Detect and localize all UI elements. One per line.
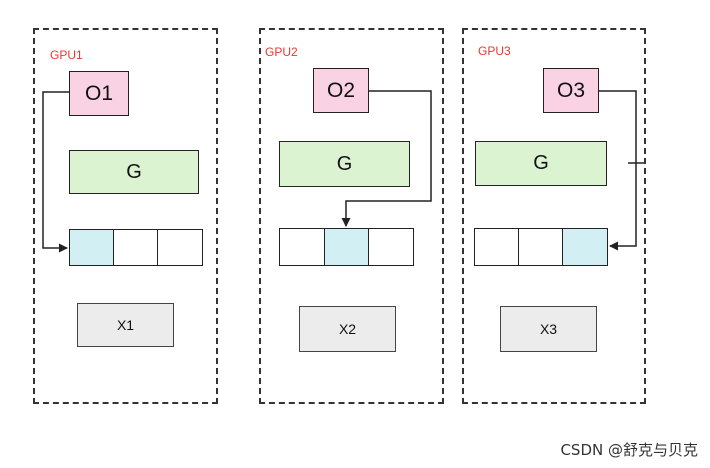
gpu2-panel bbox=[259, 28, 444, 404]
gpu1-o-box: O1 bbox=[69, 71, 129, 116]
gpu3-cell-1 bbox=[474, 228, 520, 266]
gpu2-o-box: O2 bbox=[313, 68, 369, 113]
gpu3-arrow bbox=[599, 90, 637, 251]
gpu2-g-box: G bbox=[279, 141, 410, 187]
gpu3-x-box: X3 bbox=[500, 306, 597, 352]
gpu2-arrow bbox=[341, 90, 432, 227]
gpu3-panel bbox=[462, 28, 646, 404]
watermark-text: CSDN @舒克与贝克 bbox=[560, 441, 698, 459]
gpu1-arrow bbox=[42, 91, 69, 253]
gpu1-cell-1 bbox=[69, 229, 115, 266]
gpu1-g-box: G bbox=[69, 150, 199, 194]
gpu3-label: GPU3 bbox=[478, 44, 511, 58]
gpu1-x-box: X1 bbox=[77, 303, 174, 347]
gpu3-o-box: O3 bbox=[543, 68, 599, 113]
gpu2-x-box: X2 bbox=[299, 306, 396, 352]
gpu2-cell-3 bbox=[368, 228, 414, 266]
gpu1-label: GPU1 bbox=[50, 48, 83, 62]
gpu1-panel bbox=[33, 28, 218, 404]
gpu2-cell-1 bbox=[279, 228, 326, 266]
gpu2-cell-2 bbox=[324, 228, 370, 266]
gpu2-label: GPU2 bbox=[265, 45, 298, 59]
gpu3-cell-3 bbox=[562, 228, 608, 266]
gpu3-g-box: G bbox=[475, 141, 607, 186]
gpu1-cell-3 bbox=[157, 229, 203, 266]
